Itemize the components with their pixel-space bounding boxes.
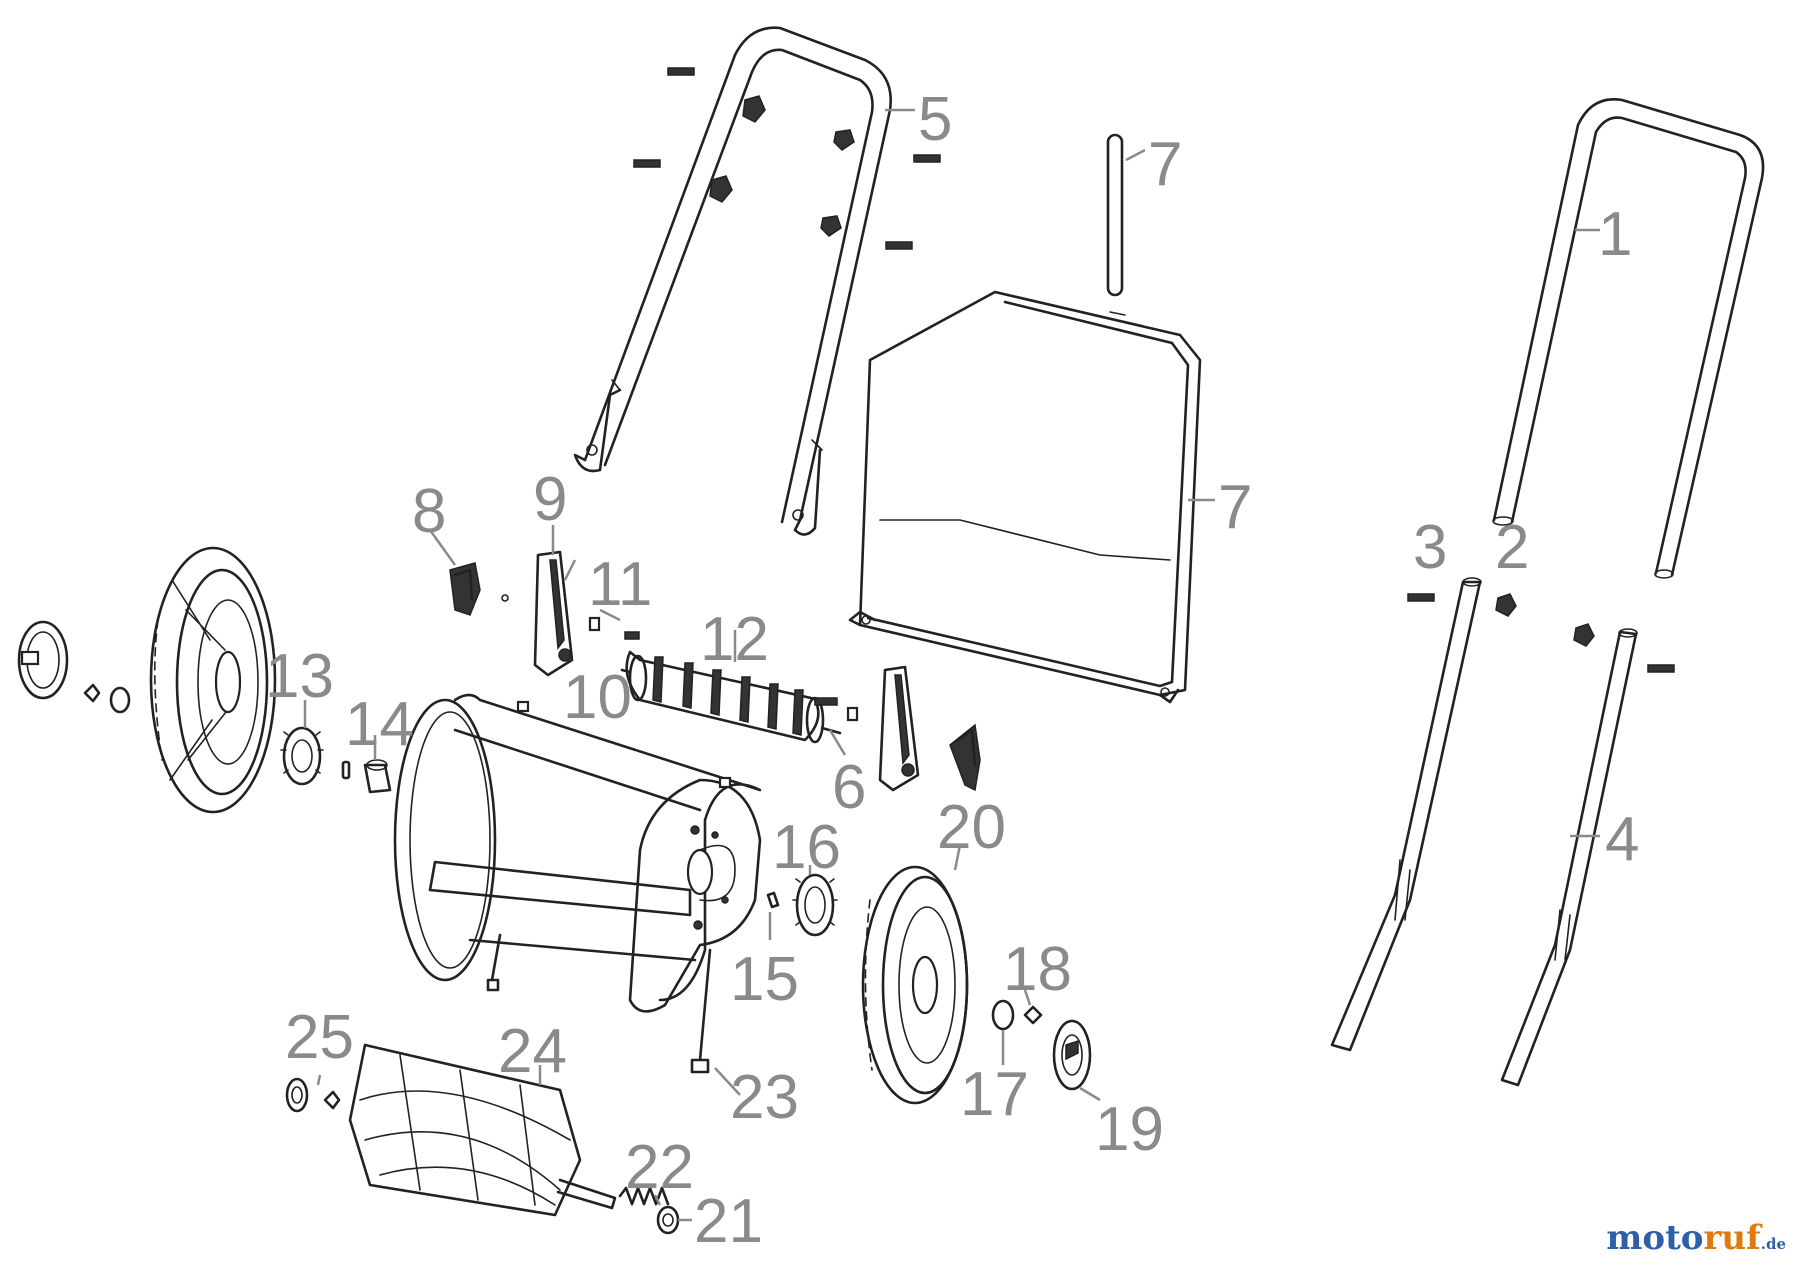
label-part-1: 1 bbox=[1598, 200, 1632, 269]
label-part-15: 15 bbox=[730, 945, 799, 1014]
label-part-21: 21 bbox=[694, 1187, 763, 1256]
right-wheel-assembly-parts-17-20 bbox=[861, 844, 1101, 1105]
label-part-16: 16 bbox=[772, 813, 841, 882]
gear-and-shaft-parts-13-14 bbox=[280, 700, 392, 794]
label-part-22: 22 bbox=[625, 1133, 694, 1202]
roller-brackets-parts-6-8-9-10-11 bbox=[428, 525, 981, 792]
label-part-24: 24 bbox=[498, 1017, 567, 1086]
label-part-5: 5 bbox=[918, 85, 952, 154]
label-part-18: 18 bbox=[1003, 935, 1072, 1004]
label-part-8: 8 bbox=[412, 477, 446, 546]
watermark-part-3: .de bbox=[1760, 1235, 1786, 1253]
upper-handle-part-5 bbox=[573, 26, 941, 536]
mower-chassis-frame bbox=[393, 693, 762, 1074]
label-part-11: 11 bbox=[588, 550, 652, 619]
watermark-part-1: moto bbox=[1606, 1218, 1704, 1258]
cutting-reel-parts-21-25 bbox=[285, 1043, 741, 1235]
left-wheel-assembly bbox=[17, 546, 277, 814]
label-part-20: 20 bbox=[937, 793, 1006, 862]
part-number-labels: 1 2 3 4 5 6 7 7 8 9 10 11 12 13 14 15 16… bbox=[265, 85, 1639, 1256]
label-part-23: 23 bbox=[730, 1063, 799, 1132]
label-part-14: 14 bbox=[345, 690, 414, 759]
label-part-13: 13 bbox=[265, 642, 334, 711]
label-part-3: 3 bbox=[1413, 513, 1447, 582]
label-part-4: 4 bbox=[1605, 805, 1639, 874]
label-part-10: 10 bbox=[563, 663, 632, 732]
label-part-12: 12 bbox=[700, 605, 769, 674]
right-upper-handle-part-1 bbox=[1492, 97, 1765, 579]
gear-and-pin-parts-15-16 bbox=[766, 865, 838, 940]
lower-handle-tubes-part-4 bbox=[1330, 577, 1675, 1087]
label-part-7-bag: 7 bbox=[1218, 473, 1252, 542]
label-part-9: 9 bbox=[533, 465, 567, 534]
watermark-part-2: ruf bbox=[1703, 1218, 1761, 1258]
label-part-2: 2 bbox=[1495, 513, 1529, 582]
watermark-logo: motoruf.de bbox=[1606, 1218, 1786, 1258]
label-part-17: 17 bbox=[960, 1060, 1029, 1129]
label-part-19: 19 bbox=[1095, 1095, 1164, 1164]
label-part-7-strap: 7 bbox=[1148, 130, 1182, 199]
grass-catcher-part-7 bbox=[848, 133, 1215, 704]
label-part-6: 6 bbox=[832, 753, 866, 822]
label-part-25: 25 bbox=[285, 1003, 354, 1072]
